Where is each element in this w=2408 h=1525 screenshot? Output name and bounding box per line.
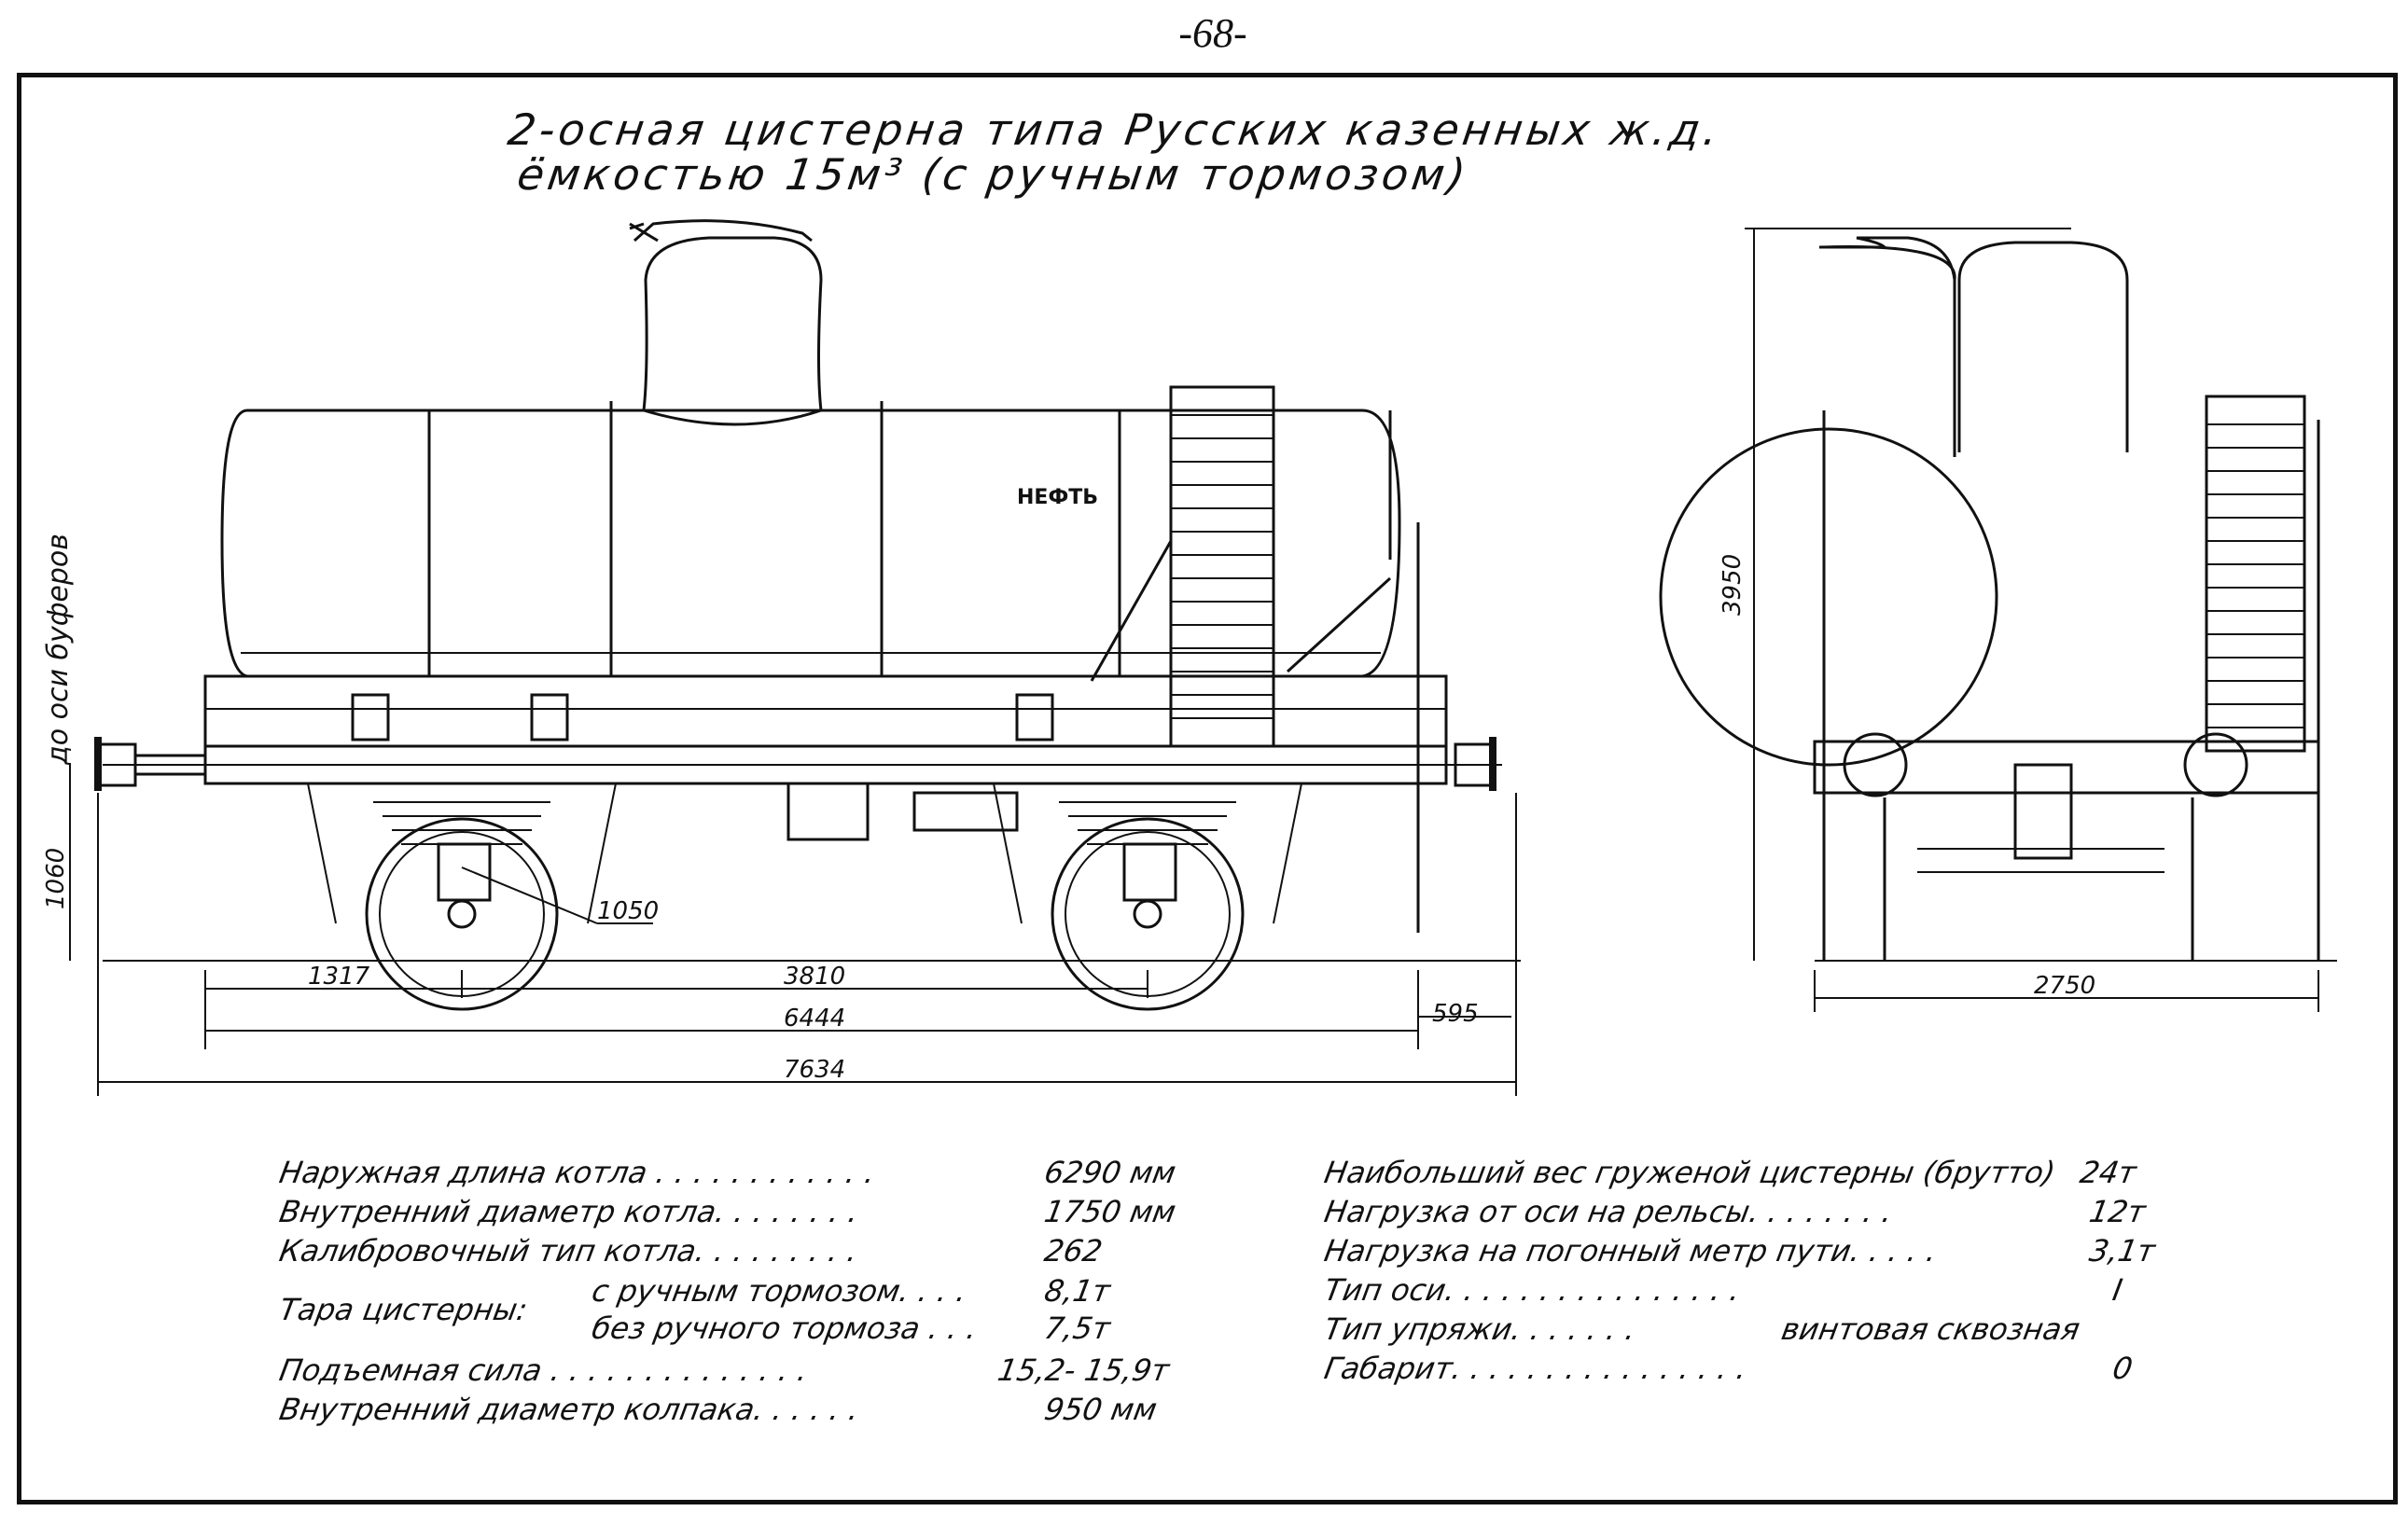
spec-value: 262 — [1041, 1233, 1106, 1269]
wheel-right — [1051, 817, 1245, 1011]
spec-value: 3,1т — [2086, 1233, 2158, 1269]
dim-frame-length: 6444 — [784, 1005, 845, 1033]
dim-overhang: 1317 — [308, 963, 370, 991]
dim-wheel-diameter: 1050 — [597, 897, 659, 925]
dim-buffer-height: 1060 — [42, 848, 70, 909]
spec-label: Наибольший вес груженой цистерны (брутто… — [1321, 1155, 2058, 1190]
spec-axle-load: Нагрузка от оси на рельсы. . . . . . . . — [1322, 1194, 1896, 1229]
tare-without-brake: без ручного тормоза . . . — [589, 1310, 981, 1346]
drawing-frame — [17, 73, 2398, 1504]
dim-width: 2750 — [2034, 972, 2095, 1000]
spec-value: 6290 мм — [1041, 1155, 1179, 1190]
underframe-solebar — [203, 674, 1448, 748]
spec-calibration-type: Калибровочный тип котла. . . . . . . . . — [277, 1233, 860, 1269]
spec-outer-length: Наружная длина котла . . . . . . . . . .… — [277, 1155, 878, 1190]
tank-cargo-label: НЕФТЬ — [1017, 486, 1098, 509]
spec-gauge: Габарит. . . . . . . . . . . . . . . . — [1322, 1351, 1750, 1386]
end-view-tank — [1659, 427, 1998, 767]
spec-label: Внутренний диаметр колпака. . . . . . — [276, 1392, 862, 1427]
spec-label: Тип упряжи. . . . . . . — [1321, 1311, 1639, 1347]
tank-barrel — [220, 409, 1401, 678]
spec-coupling-type: Тип упряжи. . . . . . . — [1322, 1311, 1638, 1347]
buffer-axis-note: до оси буферов — [42, 534, 75, 766]
spec-lifting-capacity: Подъемная сила . . . . . . . . . . . . .… — [277, 1352, 811, 1388]
spec-label: Внутренний диаметр котла. . . . . . . . — [276, 1194, 862, 1229]
page-number: -68- — [1178, 10, 1247, 56]
spec-label: Калибровочный тип котла. . . . . . . . . — [276, 1233, 861, 1269]
dim-wheelbase: 3810 — [784, 963, 845, 991]
spec-label: Нагрузка на погонный метр пути. . . . . — [1321, 1233, 1940, 1269]
spec-label: Габарит. . . . . . . . . . . . . . . . — [1321, 1351, 1750, 1386]
spec-value: 24т — [2077, 1155, 2139, 1190]
tare-with-brake-value: 8,1т — [1041, 1273, 1113, 1309]
end-view-dome — [1818, 236, 1956, 457]
brake-ladder — [1169, 385, 1275, 748]
tare-without-brake-value: 7,5т — [1041, 1310, 1113, 1346]
spec-dome-diameter: Внутренний диаметр колпака. . . . . . — [277, 1392, 862, 1427]
wheel-left — [365, 817, 559, 1011]
spec-value: 950 мм — [1041, 1392, 1160, 1427]
spec-label: Подъемная сила . . . . . . . . . . . . .… — [276, 1352, 811, 1388]
dim-buffer-extension: 595 — [1432, 1000, 1479, 1028]
dim-overall-length: 7634 — [784, 1056, 845, 1084]
spec-inner-diameter: Внутренний диаметр котла. . . . . . . . — [277, 1194, 861, 1229]
tare-with-brake: с ручным тормозом. . . . — [589, 1273, 969, 1309]
spec-label: Тип оси. . . . . . . . . . . . . . . . — [1321, 1272, 1744, 1308]
spec-value: 1750 мм — [1041, 1194, 1179, 1229]
spec-track-load: Нагрузка на погонный метр пути. . . . . — [1322, 1233, 1940, 1269]
spec-label: Наружная длина котла . . . . . . . . . .… — [276, 1155, 878, 1190]
dim-height: 3950 — [1719, 554, 1747, 616]
spec-label: Тара цистерны: — [276, 1292, 531, 1327]
spec-tare: Тара цистерны: — [277, 1292, 531, 1327]
spec-value: 12т — [2086, 1194, 2149, 1229]
spec-gross-weight: Наибольший вес груженой цистерны (брутто… — [1322, 1155, 2058, 1190]
spec-value: 15,2- 15,9т — [995, 1352, 1173, 1388]
spec-value: винтовая сквозная — [1778, 1311, 2083, 1347]
dome-hatch — [633, 219, 813, 243]
tank-dome — [642, 236, 823, 426]
spec-label: Нагрузка от оси на рельсы. . . . . . . . — [1321, 1194, 1896, 1229]
spec-axle-type: Тип оси. . . . . . . . . . . . . . . . — [1322, 1272, 1743, 1308]
